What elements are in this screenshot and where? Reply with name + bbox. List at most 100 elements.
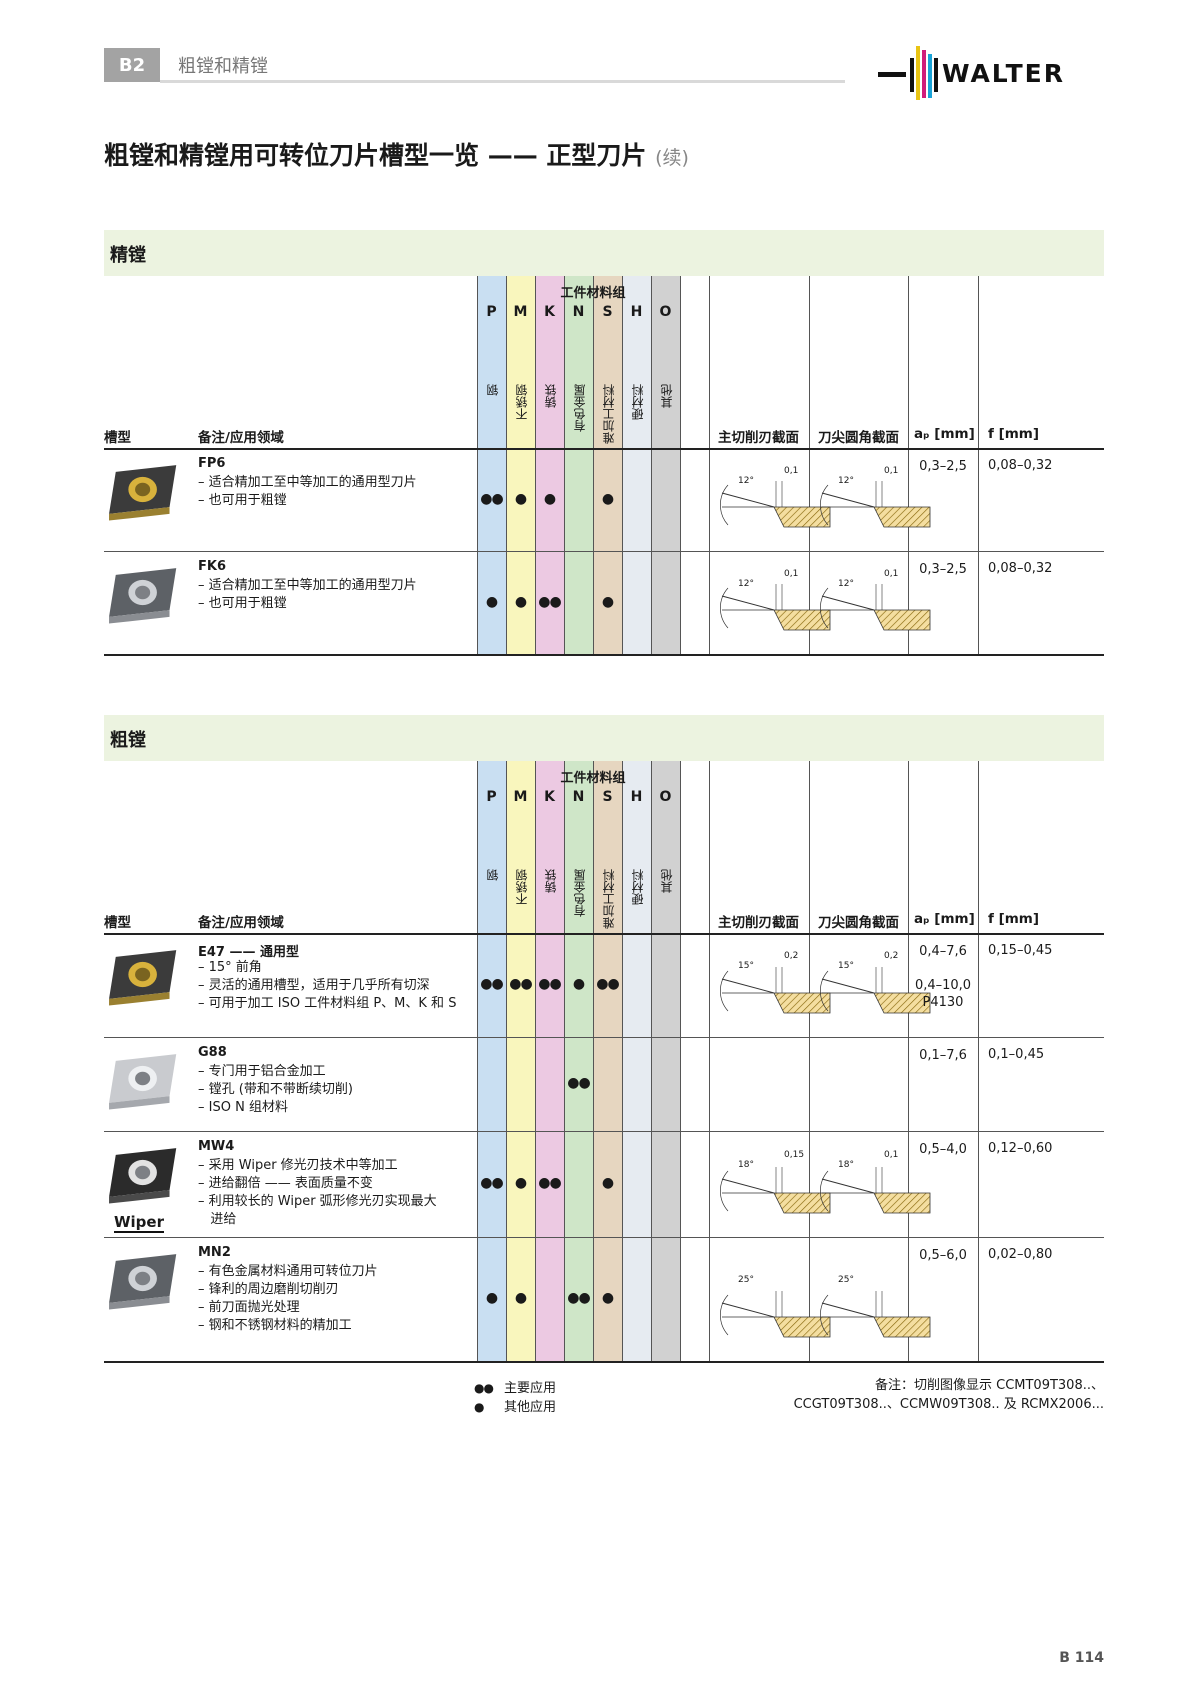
- corner-section-diagram: 25°: [814, 1241, 932, 1363]
- f-value: 0,02–0,80: [988, 1247, 1053, 1262]
- section-tag: B2: [104, 48, 160, 82]
- insert-image: [104, 456, 188, 528]
- material-letter-m: M: [513, 304, 528, 320]
- ap-value: 0,1–7,6: [919, 1048, 967, 1063]
- column-divider: [593, 276, 594, 654]
- main-edge-col-header: 主切削刃截面: [718, 915, 799, 931]
- geometry-notes: – 采用 Wiper 修光刃技术中等加工 – 进给翻倍 —— 表面质量不变 – …: [198, 1158, 437, 1227]
- corner-angle: 12°: [838, 475, 854, 486]
- ap-value: 0,3–2,5: [919, 459, 967, 474]
- material-col-p: [477, 761, 506, 1361]
- material-col-k: [535, 761, 564, 1361]
- column-divider: [651, 276, 652, 654]
- column-divider: [809, 761, 810, 1361]
- corner-col-header: 刀尖圆角截面: [818, 430, 899, 446]
- insert-image: [104, 1139, 188, 1211]
- material-label-n: 有色金属: [573, 384, 587, 432]
- header-divider: [160, 80, 845, 83]
- table-bottom-rule: [104, 1361, 1104, 1363]
- column-divider: [477, 276, 478, 654]
- suitability-k: ●●: [538, 976, 561, 992]
- suitability-p: ●●: [480, 976, 503, 992]
- geometry-name: FP6: [198, 456, 226, 471]
- main-edge-section-diagram: 15°0,2: [714, 937, 832, 1039]
- legend-other: ●其他应用: [474, 1400, 557, 1415]
- page-number: B 114: [1059, 1650, 1104, 1666]
- column-divider: [564, 761, 565, 1361]
- legend-main: ●●主要应用: [474, 1381, 557, 1396]
- corner-col-header: 刀尖圆角截面: [818, 915, 899, 931]
- ap-value: 0,4–7,6 0,4–10,0 P4130: [914, 944, 972, 1010]
- material-letter-p: P: [486, 789, 497, 805]
- material-label-o: 其他: [660, 869, 674, 893]
- material-letter-o: O: [659, 304, 672, 320]
- material-label-s: 难加工材料: [602, 384, 616, 444]
- corner-dim: 0,2: [884, 951, 899, 961]
- main-edge-col-header: 主切削刃截面: [718, 430, 799, 446]
- walter-logo: WALTER: [878, 46, 1065, 100]
- column-divider: [477, 761, 478, 1361]
- material-label-m: 不锈钢: [515, 384, 529, 420]
- material-letter-s: S: [602, 304, 613, 320]
- material-col-k: [535, 276, 564, 654]
- insert-image: [104, 1045, 188, 1117]
- geometry-name: FK6: [198, 559, 226, 574]
- row-divider: [104, 1237, 1104, 1238]
- material-label-p: 钢: [486, 869, 500, 881]
- corner-dim: 0,1: [884, 1150, 899, 1160]
- main-edge-angle: 25°: [738, 1275, 754, 1285]
- column-divider: [680, 276, 681, 654]
- column-divider: [680, 761, 681, 1361]
- f-value: 0,08–0,32: [988, 561, 1053, 576]
- corner-section-diagram: 18°0,1: [814, 1135, 932, 1239]
- corner-section-diagram: 12°0,1: [814, 452, 932, 553]
- material-label-h: 硬材料: [631, 869, 645, 905]
- suitability-k: ●: [543, 490, 556, 507]
- suitability-m: ●: [514, 593, 527, 610]
- material-letter-s: S: [602, 789, 613, 805]
- ap-col-header: aₚ [mm]: [914, 911, 975, 927]
- insert-image: [104, 941, 188, 1013]
- material-letter-k: K: [544, 789, 555, 805]
- ap-value: 0,5–4,0: [919, 1142, 967, 1157]
- suitability-p: ●●: [480, 1175, 503, 1191]
- main-edge-section-diagram: 25°: [714, 1241, 832, 1363]
- suitability-n: ●●: [567, 1290, 590, 1306]
- material-col-o: [651, 276, 680, 654]
- material-letter-m: M: [513, 789, 528, 805]
- insert-image: [104, 1245, 188, 1317]
- row-divider: [104, 1131, 1104, 1132]
- material-label-n: 有色金属: [573, 869, 587, 917]
- main-edge-dim: 0,2: [784, 951, 799, 961]
- suitability-k: ●●: [538, 1175, 561, 1191]
- corner-angle: 12°: [838, 578, 854, 589]
- suitability-p: ●: [485, 1290, 498, 1306]
- main-edge-section-diagram: 12°0,1: [714, 555, 832, 656]
- header-rule: [104, 448, 1104, 450]
- geometry-name: MW4: [198, 1139, 235, 1154]
- svg-text:WALTER: WALTER: [942, 59, 1065, 88]
- column-divider: [978, 276, 979, 654]
- suitability-n: ●: [572, 976, 585, 992]
- corner-dim: 0,1: [884, 568, 899, 579]
- notes-col-header: 备注/应用领域: [198, 430, 284, 446]
- main-edge-angle: 12°: [738, 578, 754, 589]
- material-label-m: 不锈钢: [515, 869, 529, 905]
- geometry-name: E47 —— 通用型: [198, 945, 300, 960]
- material-col-s: [593, 761, 622, 1361]
- main-edge-angle: 18°: [738, 1160, 754, 1170]
- corner-angle: 15°: [838, 961, 854, 971]
- column-divider: [622, 761, 623, 1361]
- column-divider: [564, 276, 565, 654]
- ap-col-header: aₚ [mm]: [914, 426, 975, 442]
- f-col-header: f [mm]: [988, 911, 1040, 927]
- page-title: 粗镗和精镗用可转位刀片槽型一览 —— 正型刀片 (续): [104, 141, 689, 170]
- material-letter-o: O: [659, 789, 672, 805]
- material-letter-n: N: [572, 304, 585, 320]
- main-edge-dim: 0,1: [784, 465, 799, 476]
- geometry-col-header: 槽型: [104, 430, 131, 446]
- f-value: 0,08–0,32: [988, 458, 1053, 473]
- header-rule: [104, 933, 1104, 935]
- material-letter-k: K: [544, 304, 555, 320]
